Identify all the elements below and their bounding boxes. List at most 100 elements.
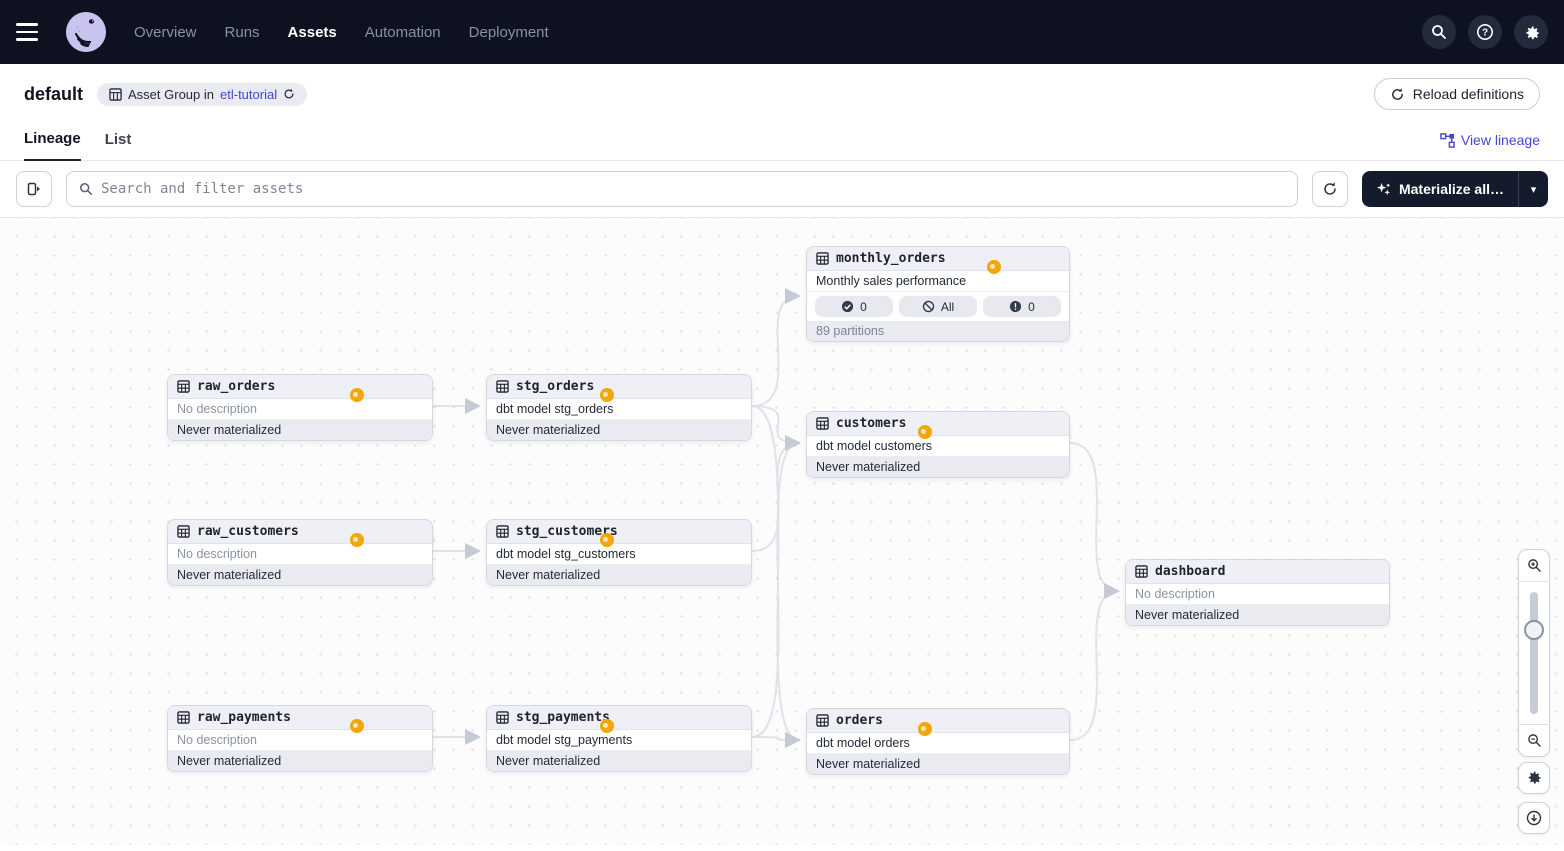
table-icon <box>177 525 190 538</box>
dagster-logo[interactable] <box>66 12 106 52</box>
duckdb-icon <box>350 532 365 547</box>
edge-customers-to-dashboard <box>1069 442 1120 599</box>
asset-node-header[interactable]: raw_payments <box>168 706 432 730</box>
view-lineage-link[interactable]: View lineage <box>1440 132 1540 160</box>
tabs-row: Lineage List View lineage <box>0 120 1564 161</box>
nav-overview[interactable]: Overview <box>134 23 197 41</box>
asset-name: monthly_orders <box>836 251 946 266</box>
tab-lineage[interactable]: Lineage <box>24 120 81 161</box>
asset-description: dbt model stg_orders <box>487 399 751 420</box>
nav-automation[interactable]: Automation <box>364 23 441 41</box>
refresh-assets-button[interactable] <box>1311 171 1348 207</box>
asset-status: Never materialized <box>807 754 1069 774</box>
asset-node-header[interactable]: monthly_orders <box>807 247 1069 271</box>
pill-slash[interactable]: All <box>899 296 977 317</box>
tab-list[interactable]: List <box>104 131 132 148</box>
asset-node-header[interactable]: customers <box>807 412 1069 436</box>
asset-status: Never materialized <box>487 420 751 440</box>
table-icon <box>496 380 509 393</box>
asset-node-header[interactable]: raw_orders <box>168 375 432 399</box>
asset-search-box <box>66 171 1298 207</box>
duckdb-icon <box>918 721 933 736</box>
help-icon[interactable]: ? <box>1468 15 1502 49</box>
zoom-slider-track[interactable] <box>1530 592 1538 714</box>
panel-expand-icon <box>27 182 40 196</box>
edge-stg_payments-to-orders <box>751 731 801 748</box>
graph-settings-button[interactable] <box>1518 762 1550 794</box>
asset-status: Never materialized <box>487 565 751 585</box>
pill-alert[interactable]: 0 <box>983 296 1061 317</box>
asset-node-header[interactable]: stg_payments <box>487 706 751 730</box>
asset-description: No description <box>168 544 432 565</box>
hamburger-menu-icon[interactable] <box>16 14 52 50</box>
asset-name: stg_payments <box>516 710 610 725</box>
check-circle-icon <box>842 300 854 313</box>
asset-node-header[interactable]: stg_customers <box>487 520 751 544</box>
asset-description: No description <box>168 399 432 420</box>
asset-description: Monthly sales performance <box>807 271 1069 292</box>
asset-name: stg_orders <box>516 379 595 394</box>
asset-description: No description <box>168 730 432 751</box>
materialize-dropdown-caret[interactable]: ▾ <box>1518 171 1548 207</box>
refresh-icon[interactable] <box>283 88 295 100</box>
asset-status: Never materialized <box>807 457 1069 477</box>
zoom-controls <box>1518 549 1550 757</box>
no-checks-icon <box>922 300 935 313</box>
edge-stg_orders-to-monthly_orders <box>751 288 801 407</box>
table-icon <box>816 252 829 265</box>
zoom-slider-handle[interactable] <box>1524 620 1544 640</box>
search-input[interactable] <box>101 181 1285 197</box>
alert-circle-icon <box>1010 300 1022 313</box>
materialize-all-button[interactable]: Materialize all… <box>1362 171 1518 207</box>
table-icon <box>496 711 509 724</box>
reload-icon <box>1391 87 1403 100</box>
page-title: default <box>24 83 84 104</box>
materialize-split-button: Materialize all… ▾ <box>1361 171 1548 207</box>
zoom-slider[interactable] <box>1518 582 1550 724</box>
lineage-toolbar: Materialize all… ▾ <box>0 161 1564 218</box>
asset-node-header[interactable]: raw_customers <box>168 520 432 544</box>
zoom-out-button[interactable] <box>1518 724 1550 756</box>
table-icon <box>109 87 122 101</box>
asset-node-header[interactable]: stg_orders <box>487 375 751 399</box>
nav-deployment[interactable]: Deployment <box>468 23 549 41</box>
table-icon <box>816 417 829 430</box>
settings-gear-icon[interactable] <box>1514 15 1548 49</box>
asset-description: dbt model customers <box>807 436 1069 457</box>
reload-definitions-button[interactable]: Reload definitions <box>1373 78 1540 110</box>
nav-assets[interactable]: Assets <box>287 23 337 41</box>
asset-description: dbt model stg_payments <box>487 730 751 751</box>
pill-check[interactable]: 0 <box>815 296 893 317</box>
nav-runs[interactable]: Runs <box>224 23 260 41</box>
asset-description: dbt model stg_customers <box>487 544 751 565</box>
code-location-link[interactable]: etl-tutorial <box>220 86 278 102</box>
svg-text:?: ? <box>1482 28 1488 39</box>
table-icon <box>496 525 509 538</box>
search-icon[interactable] <box>1422 15 1456 49</box>
top-navigation-bar: Overview Runs Assets Automation Deployme… <box>0 0 1564 64</box>
asset-node-header[interactable]: orders <box>807 709 1069 733</box>
gear-icon <box>1528 771 1541 784</box>
sidebar-toggle-button[interactable] <box>16 171 52 207</box>
recenter-button[interactable] <box>1518 802 1550 834</box>
asset-status: Never materialized <box>168 565 432 585</box>
zoom-in-button[interactable] <box>1518 550 1550 582</box>
asset-node-header[interactable]: dashboard <box>1126 560 1389 584</box>
refresh-icon <box>1324 182 1336 195</box>
